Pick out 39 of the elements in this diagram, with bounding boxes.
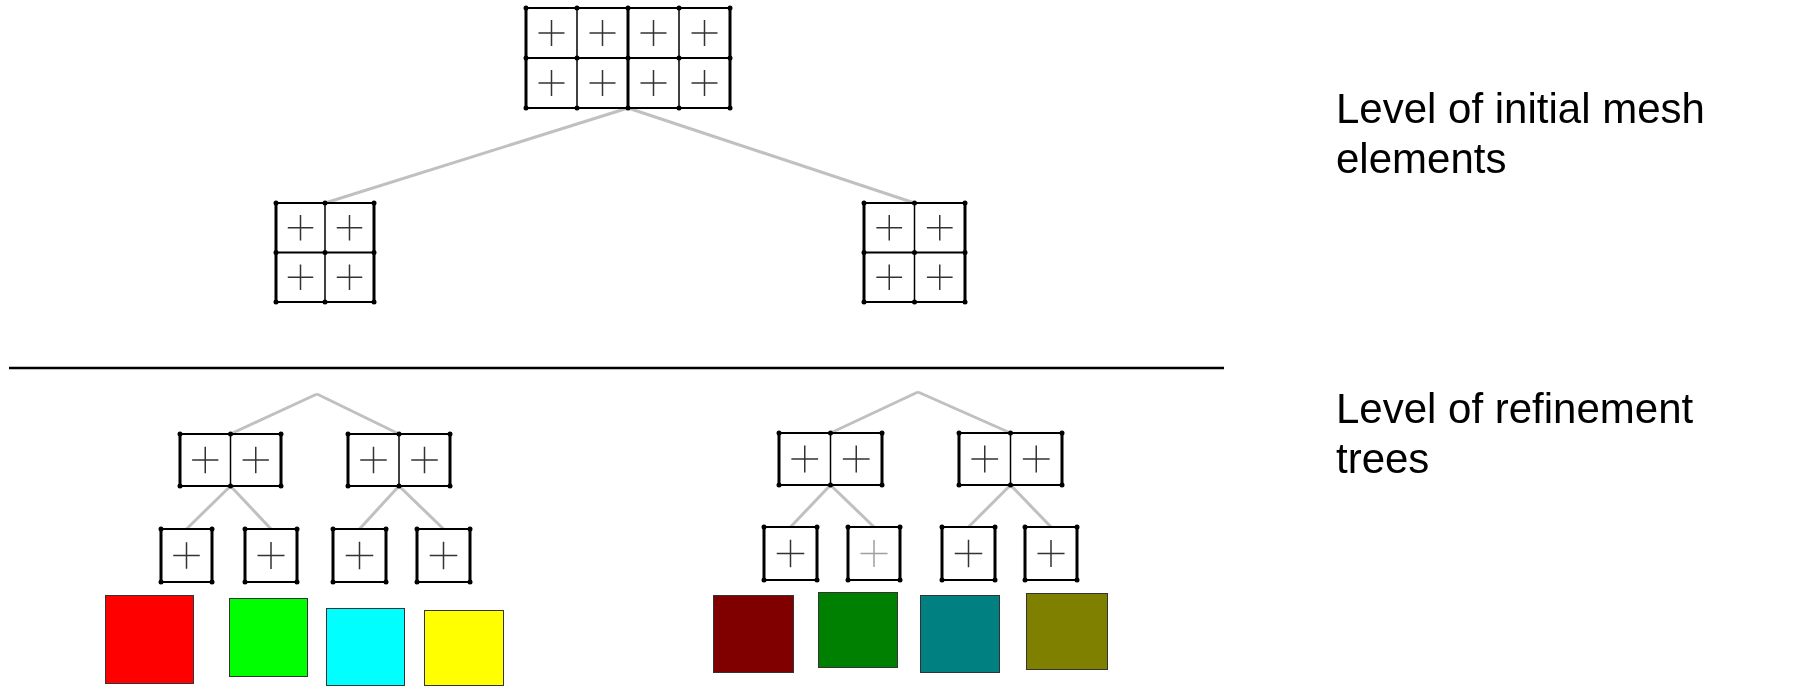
mesh-drawing [180, 434, 281, 486]
mesh-drawing [864, 203, 965, 302]
tree-line [917, 390, 1012, 435]
mesh-drawing [276, 203, 374, 302]
tree-line [358, 485, 401, 530]
filled-square [105, 595, 194, 684]
tree-line [627, 106, 915, 205]
mesh-drawing [245, 529, 297, 582]
mesh-drawing [161, 529, 212, 582]
level-label: Level of initial mesh elements [1336, 84, 1706, 184]
mesh-drawing [959, 433, 1062, 485]
mesh-drawing [333, 529, 386, 582]
tree-line [829, 483, 876, 529]
mesh-drawing [348, 434, 450, 486]
tree-line [316, 392, 400, 436]
mesh-drawing [779, 433, 882, 485]
filled-square [713, 595, 794, 673]
filled-square [920, 595, 1000, 673]
filled-square [1026, 593, 1108, 670]
filled-square [818, 592, 898, 668]
mesh-drawing [417, 529, 470, 582]
filled-square [229, 598, 308, 677]
tree-line [185, 484, 232, 531]
filled-square [326, 608, 405, 686]
filled-square [424, 610, 504, 686]
tree-line [397, 484, 445, 531]
tree-line [324, 106, 629, 205]
tree-line [229, 392, 318, 436]
tree-line [229, 484, 273, 531]
mesh-drawing [848, 527, 900, 580]
mesh-drawing [764, 527, 817, 580]
tree-line [789, 483, 832, 529]
mesh-drawing [1025, 527, 1077, 580]
tree-line [967, 483, 1012, 529]
tree-line [829, 390, 919, 435]
mesh-drawing [942, 527, 995, 580]
level-label: Level of refinement trees [1336, 384, 1695, 484]
mesh-drawing [526, 8, 730, 108]
tree-line [1009, 483, 1053, 529]
